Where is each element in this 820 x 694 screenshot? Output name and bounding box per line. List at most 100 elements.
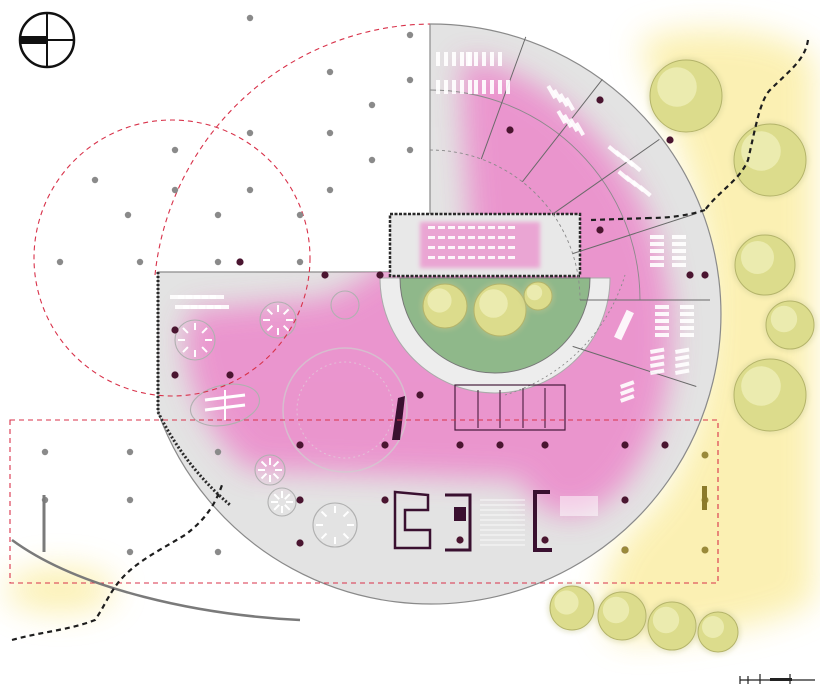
desk bbox=[175, 305, 189, 309]
desk bbox=[178, 295, 192, 299]
desk bbox=[452, 52, 456, 66]
lecture-hall bbox=[388, 212, 582, 278]
chair bbox=[273, 493, 280, 500]
desk bbox=[460, 52, 464, 66]
seat bbox=[448, 246, 455, 249]
column bbox=[701, 451, 709, 459]
grid-dot bbox=[171, 146, 179, 154]
chair bbox=[342, 532, 350, 540]
tree-canopy-icon bbox=[595, 589, 649, 643]
desk bbox=[482, 80, 486, 94]
desk bbox=[474, 52, 478, 66]
seat bbox=[508, 246, 515, 249]
grid-dot bbox=[406, 146, 414, 154]
desk bbox=[680, 333, 694, 337]
desk bbox=[655, 312, 669, 316]
desk bbox=[564, 96, 575, 112]
column bbox=[171, 371, 179, 379]
grid-dot bbox=[246, 14, 254, 22]
dashed-zones bbox=[9, 23, 719, 584]
column bbox=[621, 496, 629, 504]
chair bbox=[282, 324, 290, 332]
dashed-path bbox=[11, 39, 810, 642]
seat bbox=[488, 246, 495, 249]
grid-dot bbox=[296, 258, 304, 266]
desk bbox=[444, 52, 448, 66]
desk bbox=[546, 84, 557, 100]
desk bbox=[650, 242, 664, 246]
seat bbox=[498, 226, 505, 229]
seat bbox=[468, 226, 475, 229]
grid-dot bbox=[171, 186, 179, 194]
desk bbox=[436, 80, 440, 94]
column bbox=[321, 271, 329, 279]
desk bbox=[672, 242, 686, 246]
column bbox=[621, 441, 629, 449]
desk bbox=[672, 256, 686, 260]
tree-canopy-icon bbox=[521, 279, 555, 313]
site-grid-dots bbox=[41, 14, 414, 556]
seat bbox=[458, 246, 465, 249]
grid-dot bbox=[91, 176, 99, 184]
grid-dot bbox=[296, 211, 304, 219]
column bbox=[376, 271, 384, 279]
desk bbox=[614, 309, 634, 341]
tree-canopy-icon bbox=[420, 57, 817, 655]
seat bbox=[488, 236, 495, 239]
central-auditorium bbox=[282, 347, 408, 473]
grid-dot bbox=[56, 258, 64, 266]
seat bbox=[498, 236, 505, 239]
grid-dot bbox=[126, 496, 134, 504]
desk bbox=[574, 121, 585, 137]
grid-dot bbox=[214, 548, 222, 556]
tree-canopy-icon bbox=[763, 298, 817, 352]
desk bbox=[649, 354, 665, 361]
seat bbox=[488, 226, 495, 229]
seat bbox=[458, 236, 465, 239]
partition-line bbox=[480, 36, 527, 160]
column bbox=[596, 226, 604, 234]
tree-canopy-icon bbox=[420, 281, 470, 331]
chair bbox=[273, 504, 280, 511]
desk bbox=[490, 80, 494, 94]
round-tables bbox=[174, 290, 360, 548]
seat bbox=[508, 236, 515, 239]
radial-partitions bbox=[480, 36, 710, 388]
tree-canopy-icon bbox=[695, 609, 741, 655]
seat bbox=[508, 226, 515, 229]
column bbox=[226, 371, 234, 379]
chair bbox=[266, 324, 274, 332]
desk bbox=[620, 380, 635, 389]
desk bbox=[650, 249, 664, 253]
seat bbox=[428, 236, 435, 239]
column bbox=[416, 391, 424, 399]
desk bbox=[655, 326, 669, 330]
seat bbox=[478, 246, 485, 249]
desk bbox=[207, 305, 221, 309]
partition-line bbox=[572, 345, 697, 388]
chair bbox=[320, 532, 328, 540]
tree-canopy-icon bbox=[547, 583, 597, 633]
column bbox=[596, 96, 604, 104]
seat bbox=[468, 256, 475, 259]
desk bbox=[490, 52, 494, 66]
grid-dot bbox=[136, 258, 144, 266]
desk bbox=[672, 235, 686, 239]
chair bbox=[260, 460, 268, 468]
column bbox=[296, 496, 304, 504]
seat bbox=[448, 226, 455, 229]
column bbox=[666, 136, 674, 144]
seat bbox=[478, 226, 485, 229]
table-chairs bbox=[178, 305, 354, 544]
seat bbox=[478, 256, 485, 259]
desk bbox=[436, 52, 440, 66]
desk bbox=[672, 263, 686, 267]
desk bbox=[170, 295, 184, 299]
desk bbox=[444, 80, 448, 94]
column bbox=[456, 536, 464, 544]
column bbox=[686, 271, 694, 279]
grid-dot bbox=[214, 211, 222, 219]
seat bbox=[448, 236, 455, 239]
desk bbox=[568, 117, 579, 133]
